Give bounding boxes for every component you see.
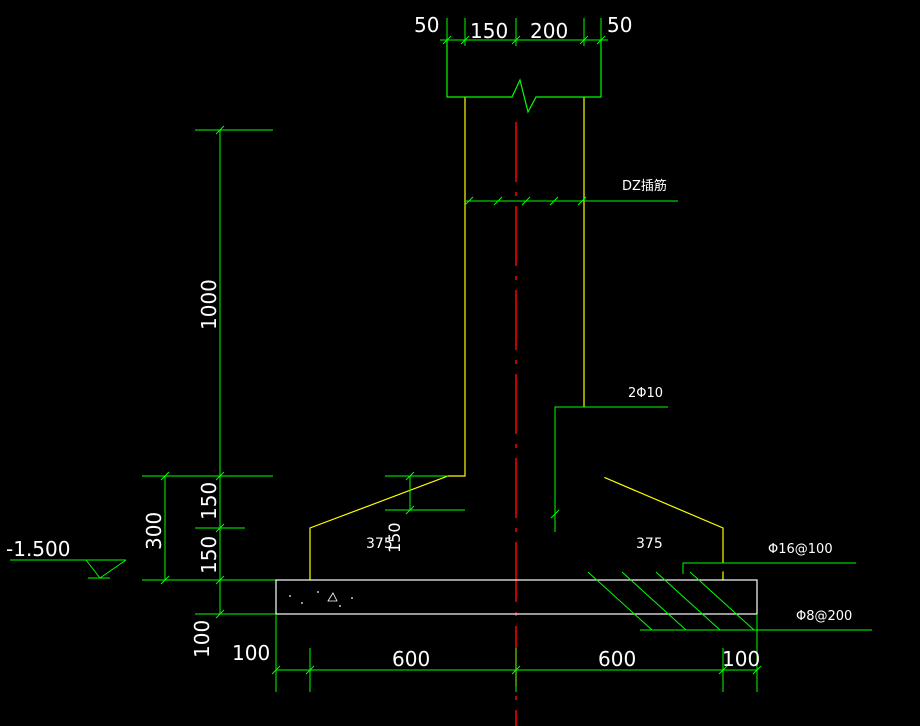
dowel-leader (464, 196, 678, 206)
note-dowel: DZ插筋 (622, 178, 667, 194)
dim-offset-375-right: 375 (636, 536, 663, 552)
dim-offset-375-left: 375 (366, 536, 393, 552)
concrete-pad (275, 579, 758, 615)
dim-bottom-100-right: 100 (722, 647, 760, 671)
dim-bottom-600-left: 600 (392, 647, 430, 671)
dim-height-300: 300 (142, 512, 166, 550)
column-break-line (446, 40, 602, 114)
dim-top-150: 150 (470, 19, 508, 43)
dim-bottom-600-right: 600 (598, 647, 636, 671)
slope-dimension (385, 471, 465, 515)
dim-top-200: 200 (530, 19, 568, 43)
note-bottom-bars: Φ8@200 (796, 609, 852, 624)
dim-height-100: 100 (190, 620, 214, 658)
bottom-bars-leader (587, 571, 872, 631)
elevation-label: -1.500 (6, 537, 70, 561)
left-height-dimensions (142, 125, 278, 619)
bottom-dimension (271, 614, 762, 692)
dim-height-150-upper: 150 (197, 482, 221, 520)
top-bars-leader (682, 562, 856, 574)
column-bars-leader (550, 406, 668, 532)
top-dimension (440, 18, 608, 46)
dim-bottom-100-left: 100 (232, 641, 270, 665)
pad-hatch (289, 591, 353, 607)
dim-slope-150: 150 (385, 522, 404, 553)
note-column-bars: 2Φ10 (628, 386, 663, 401)
dim-height-150-lower: 150 (197, 536, 221, 574)
elevation-marker (10, 559, 127, 579)
dim-height-1000: 1000 (197, 279, 221, 330)
dim-top-50-left: 50 (414, 13, 439, 37)
note-top-bars: Φ16@100 (768, 542, 833, 557)
dim-top-50-right: 50 (607, 13, 632, 37)
